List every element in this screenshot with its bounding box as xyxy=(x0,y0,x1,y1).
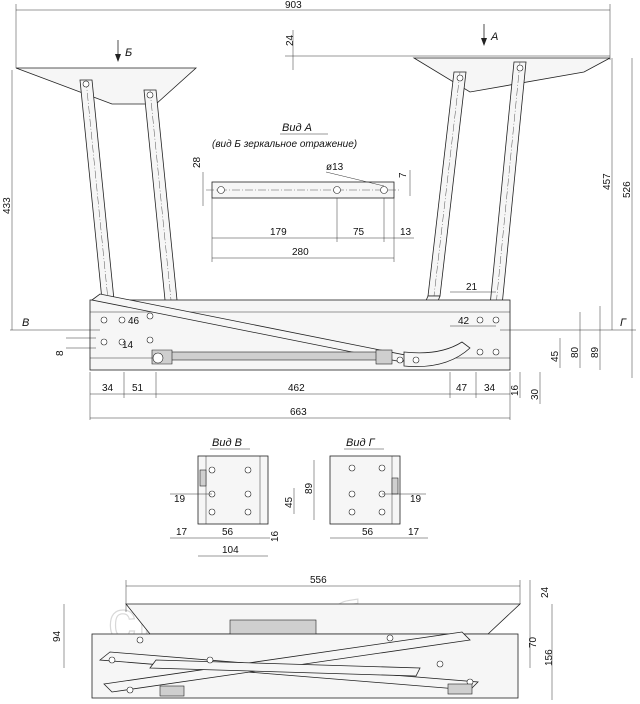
view-g-dim-19: 19 xyxy=(410,494,422,505)
dim-30: 30 xyxy=(530,388,541,400)
view-v-title: Вид В xyxy=(212,437,242,449)
view-v-dim-56: 56 xyxy=(222,527,234,538)
arrow-a-label: А xyxy=(490,31,498,43)
folded-spring-right xyxy=(447,683,473,695)
view-v-dim-45: 45 xyxy=(284,496,295,508)
view-g: Вид Г 19 56 17 xyxy=(329,437,428,539)
dim-51: 51 xyxy=(132,383,144,394)
dim-42: 42 xyxy=(458,316,470,327)
base-length-label: 663 xyxy=(290,407,307,418)
dim-34-left: 34 xyxy=(102,383,114,394)
left-table-plate xyxy=(15,67,198,105)
bar-length-label: 280 xyxy=(292,247,309,258)
folded-width-label: 556 xyxy=(310,575,327,586)
view-g-title: Вид Г xyxy=(346,437,376,449)
folded-right-height: 70 xyxy=(528,636,539,648)
view-a-subtitle: (вид Б зеркальное отражение) xyxy=(212,139,357,150)
dim-47: 47 xyxy=(456,383,468,394)
folded-top-plate xyxy=(125,603,522,635)
bracket-g xyxy=(329,455,401,525)
left-height-label: 433 xyxy=(2,197,13,214)
view-g-dim-17: 17 xyxy=(408,527,420,538)
total-height-label: 526 xyxy=(622,181,633,198)
overall-width-label: 903 xyxy=(285,0,302,11)
view-v-dim-89: 89 xyxy=(304,482,315,494)
right-arm-outer xyxy=(427,71,467,297)
dim-21: 21 xyxy=(466,282,478,293)
folded-view: симпла.бел 556 94 24 70 156 xyxy=(52,575,555,700)
view-a-title: Вид А xyxy=(282,122,312,134)
dim-16: 16 xyxy=(510,384,521,396)
section-g-label: Г xyxy=(620,317,627,329)
view-v-dim-16: 16 xyxy=(270,530,281,542)
dim-13: 13 xyxy=(400,227,412,238)
bar-side-label: 7 xyxy=(398,172,409,178)
main-view: 903 24 Б А xyxy=(2,0,636,420)
dim-45: 45 xyxy=(550,350,561,362)
gas-spring-body xyxy=(169,351,379,361)
view-g-dim-56: 56 xyxy=(362,527,374,538)
dim-80: 80 xyxy=(570,346,581,358)
folded-total-height: 156 xyxy=(544,649,555,666)
dim-14: 14 xyxy=(122,340,134,351)
dim-179: 179 xyxy=(270,227,287,238)
dim-89: 89 xyxy=(590,346,601,358)
view-a: Вид А (вид Б зеркальное отражение) ø13 2… xyxy=(192,122,414,262)
lever-hook xyxy=(403,341,471,367)
bar-height-label: 28 xyxy=(192,156,203,168)
view-v-dim-104: 104 xyxy=(222,545,239,556)
dim-75: 75 xyxy=(353,227,365,238)
bracket-v xyxy=(197,455,269,525)
right-height-label: 457 xyxy=(602,173,613,190)
folded-spring-left xyxy=(159,685,185,697)
view-v-dim-17: 17 xyxy=(176,527,188,538)
folded-left-height: 94 xyxy=(52,630,63,642)
dim-462: 462 xyxy=(288,383,305,394)
hole-dia-label: ø13 xyxy=(326,162,344,173)
dim-8: 8 xyxy=(55,350,66,356)
folded-top-label: 24 xyxy=(540,586,551,598)
dim-46: 46 xyxy=(128,316,140,327)
top-offset-label: 24 xyxy=(285,34,296,46)
section-v-label: В xyxy=(22,317,29,329)
view-v: Вид В 19 45 89 17 56 104 16 xyxy=(170,437,315,557)
dim-34-right: 34 xyxy=(484,383,496,394)
arrow-b-label: Б xyxy=(125,47,132,59)
view-v-dim-19: 19 xyxy=(174,494,186,505)
